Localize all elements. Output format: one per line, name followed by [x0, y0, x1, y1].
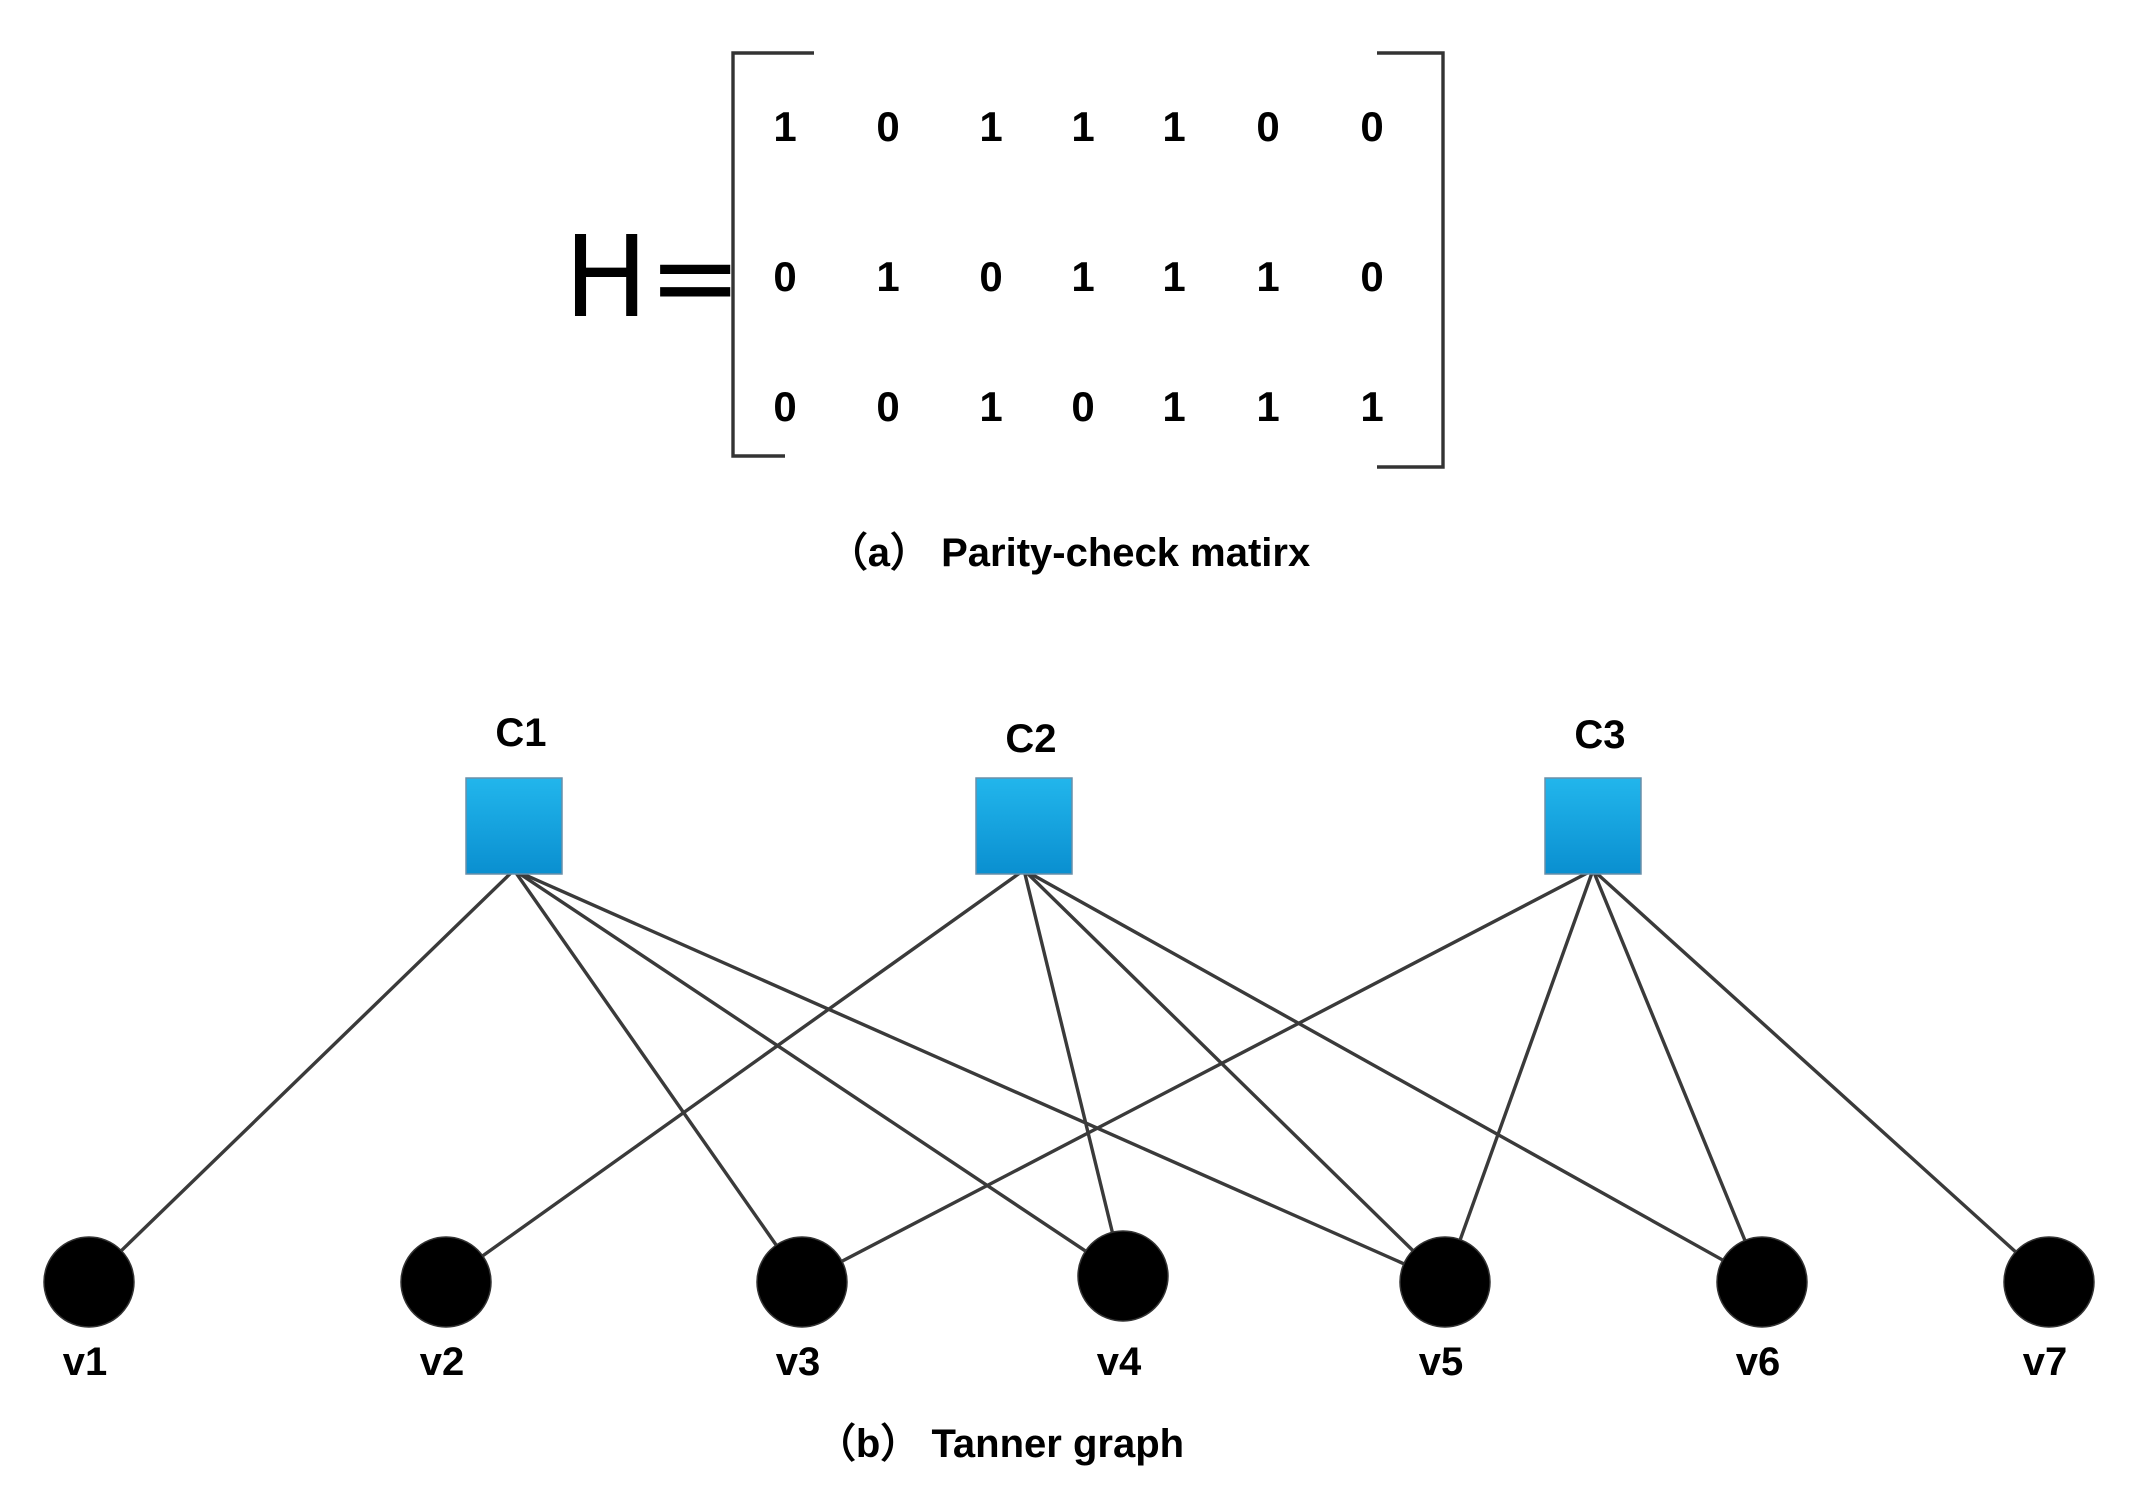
edge-c3-v5 — [1458, 869, 1595, 1241]
matrix-cell: 1 — [1256, 253, 1279, 300]
variable-nodes: v1 v2 v3 v4 v5 v6 v7 — [43, 1230, 2095, 1384]
matrix-cell: 1 — [1360, 383, 1383, 430]
edge-c2-v2 — [481, 868, 1025, 1258]
left-bracket — [731, 51, 814, 458]
edge-c1-v1 — [120, 868, 516, 1252]
check-node-c2 — [975, 777, 1073, 875]
matrix-cell: 0 — [1360, 103, 1383, 150]
matrix-cell: 0 — [1071, 383, 1094, 430]
variable-node-label: v6 — [1736, 1340, 1781, 1384]
matrix-cell: 1 — [1162, 103, 1185, 150]
matrix-cells: 1 0 1 1 1 0 0 0 1 0 1 1 1 0 0 0 1 0 1 1 1 — [773, 103, 1383, 430]
variable-node-label: v2 — [420, 1340, 465, 1384]
matrix-cell: 1 — [979, 383, 1002, 430]
matrix-cell: 0 — [979, 253, 1002, 300]
matrix-cell: 1 — [1071, 103, 1094, 150]
matrix-cell: 1 — [1162, 383, 1185, 430]
matrix-cell: 0 — [876, 383, 899, 430]
matrix-cell: 0 — [1256, 103, 1279, 150]
matrix-cell: 1 — [1071, 253, 1094, 300]
edge-c2-v5 — [1022, 868, 1415, 1252]
matrix-cell: 1 — [1162, 253, 1185, 300]
edge-c3-v7 — [1591, 868, 2017, 1254]
edge-c1-v5 — [513, 868, 1405, 1266]
matrix-caption: （a） Parity-check matirx — [828, 531, 1310, 575]
variable-node-v7 — [2003, 1236, 2095, 1328]
variable-node-label: v5 — [1419, 1340, 1464, 1384]
edge-c3-v6 — [1591, 869, 1747, 1242]
variable-node-label: v1 — [63, 1340, 108, 1384]
matrix-cell: 0 — [1360, 253, 1383, 300]
matrix-cell: 1 — [1256, 383, 1279, 430]
matrix-cell: 0 — [773, 383, 796, 430]
check-node-label: C1 — [495, 711, 546, 755]
variable-node-v5 — [1399, 1236, 1491, 1328]
check-node-label: C3 — [1574, 713, 1625, 757]
tanner-edges — [120, 868, 2017, 1266]
variable-node-v1 — [43, 1236, 135, 1328]
matrix-cell: 0 — [876, 103, 899, 150]
matrix-cell: 1 — [773, 103, 796, 150]
variable-node-label: v4 — [1097, 1340, 1142, 1384]
variable-node-v3 — [756, 1236, 848, 1328]
right-bracket — [1377, 51, 1445, 469]
edge-c2-v6 — [1023, 868, 1724, 1262]
matrix-cell: 1 — [979, 103, 1002, 150]
edge-c1-v4 — [513, 868, 1087, 1253]
matrix-cell: 0 — [773, 253, 796, 300]
edge-c3-v3 — [841, 868, 1594, 1263]
edge-c1-v3 — [512, 869, 778, 1247]
check-node-c3 — [1544, 777, 1642, 875]
variable-node-v2 — [400, 1236, 492, 1328]
edge-c2-v4 — [1022, 869, 1114, 1233]
check-nodes: C1 C2 C3 — [465, 711, 1642, 875]
check-node-c1 — [465, 777, 563, 875]
variable-node-v6 — [1716, 1236, 1808, 1328]
matrix-cell: 1 — [876, 253, 899, 300]
variable-node-label: v7 — [2023, 1340, 2068, 1384]
matrix-label: H= — [564, 213, 742, 343]
check-node-label: C2 — [1005, 717, 1056, 761]
variable-node-label: v3 — [776, 1340, 821, 1384]
parity-check-matrix: H= 1 0 1 1 1 0 0 0 1 0 1 1 1 0 0 0 1 0 1 1 1 （a） Parity-chec… — [564, 51, 1445, 575]
tanner-graph: C1 C2 C3 v1 v2 v3 v4 v5 v6 v7 （b） Tanner graph — [43, 711, 2095, 1466]
variable-node-v4 — [1077, 1230, 1169, 1322]
tanner-caption: （b） Tanner graph — [816, 1422, 1184, 1466]
